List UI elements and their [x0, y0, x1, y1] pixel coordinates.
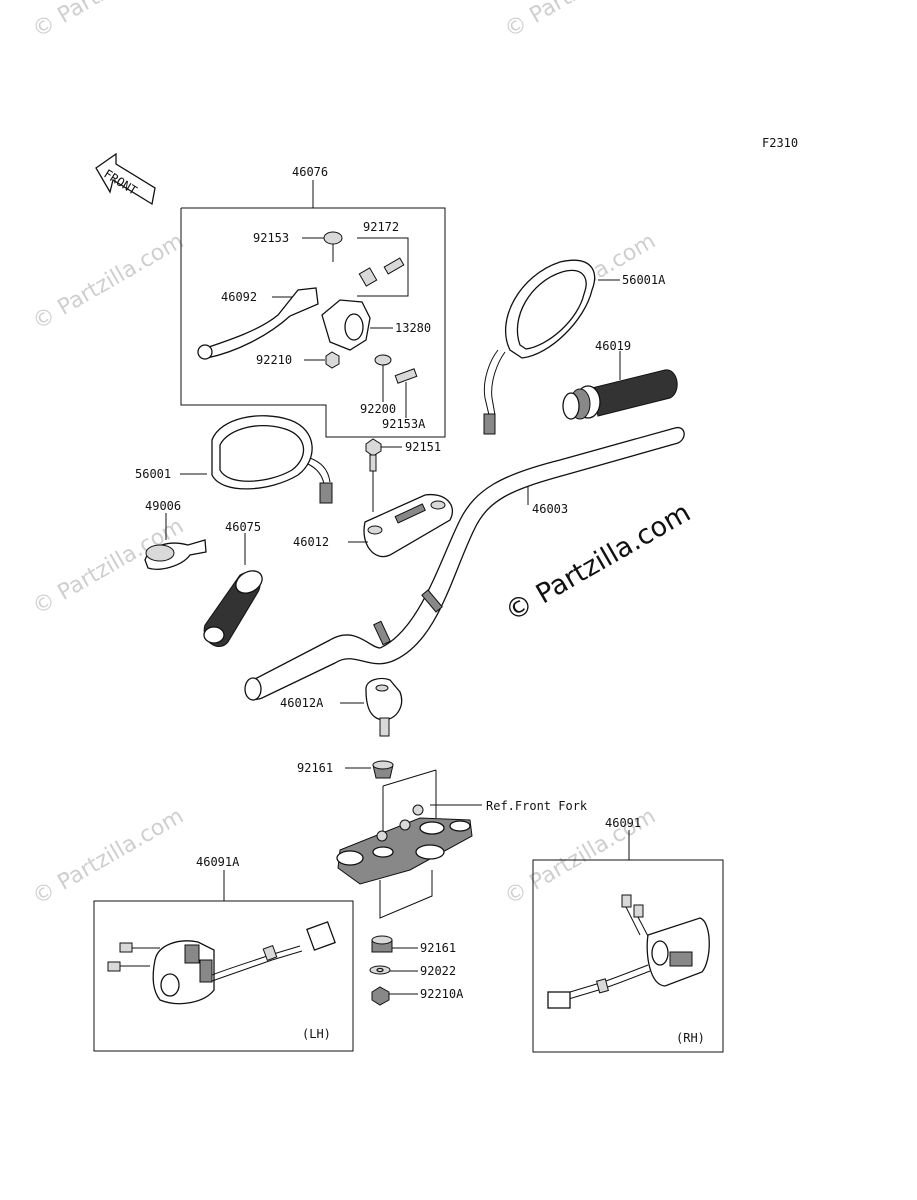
bolt-92153A-icon [394, 368, 418, 384]
part-label-56001A: 56001A [622, 273, 666, 287]
left-mirror-56001: 56001 [135, 415, 333, 504]
ref-front-fork-label: Ref.Front Fork [486, 799, 588, 813]
part-label-92172: 92172 [363, 220, 399, 234]
part-label-46012: 46012 [293, 535, 329, 549]
front-arrow-icon: FRONT [95, 152, 156, 206]
part-label-49006: 49006 [145, 499, 181, 513]
part-label-92153A: 92153A [382, 417, 426, 431]
part-label-92200: 92200 [360, 402, 396, 416]
lh-label: (LH) [302, 1027, 331, 1041]
part-label-46076: 46076 [292, 165, 328, 179]
watermark: © Partzilla.com [29, 804, 189, 911]
part-label-92210: 92210 [256, 353, 292, 367]
nut-92210-icon [325, 351, 340, 369]
right-mirror-56001A: 56001A [483, 259, 666, 435]
part-label-92210A: 92210A [420, 987, 464, 1001]
handlebar-46003: 46003 [244, 426, 685, 701]
part-label-46019: 46019 [595, 339, 631, 353]
part-label-46075: 46075 [225, 520, 261, 534]
part-label-46003: 46003 [532, 502, 568, 516]
watermark-main: © Partzilla.com [500, 497, 696, 628]
left-switch-box-46091A: 46091A (LH) [93, 855, 354, 1052]
watermark: © Partzilla.com [501, 0, 661, 43]
part-label-92161-bottom: 92161 [420, 941, 456, 955]
part-label-46091: 46091 [605, 816, 641, 830]
bolt-92151: 92151 [365, 438, 441, 512]
lower-fasteners: 92161 92022 92210A [369, 935, 464, 1006]
lever-assembly-box: 46076 92172 92153 46092 13280 92210 9220… [180, 165, 446, 438]
right-grip-46019: 46019 [562, 339, 678, 420]
part-label-46092: 46092 [221, 290, 257, 304]
part-label-46091A: 46091A [196, 855, 240, 869]
washer-92200-icon [374, 354, 392, 366]
part-label-46012A: 46012A [280, 696, 324, 710]
right-switch-box-46091: 46091 (RH) [532, 816, 724, 1053]
part-label-92151: 92151 [405, 440, 441, 454]
part-label-56001: 56001 [135, 467, 171, 481]
watermark: © Partzilla.com [29, 229, 189, 336]
clutch-lever-46092-icon [198, 287, 319, 359]
rh-label: (RH) [676, 1031, 705, 1045]
diagram-code: F2310 [762, 136, 798, 150]
left-grip-46075: 46075 [203, 520, 263, 648]
triple-clamp: Ref.Front Fork [336, 769, 588, 919]
part-label-92022: 92022 [420, 964, 456, 978]
lower-holder-46012A: 46012A [280, 677, 403, 737]
part-label-92161-top: 92161 [297, 761, 333, 775]
screw-92153-icon [323, 231, 343, 245]
bush-92161-top: 92161 [297, 760, 394, 779]
cap-49006: 49006 [144, 499, 207, 570]
watermarks: © Partzilla.com © Partzilla.com © Partzi… [29, 0, 661, 910]
part-label-13280: 13280 [395, 321, 431, 335]
upper-holder-46012: 46012 [293, 493, 453, 558]
watermark: © Partzilla.com [29, 0, 189, 43]
part-label-92153: 92153 [253, 231, 289, 245]
